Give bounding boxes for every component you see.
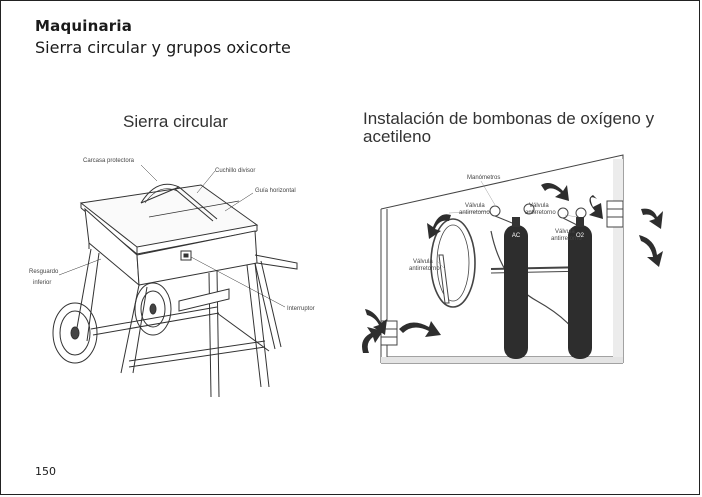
oxygen-cylinder	[568, 225, 592, 359]
section-subtitle: Sierra circular y grupos oxicorte	[35, 38, 291, 57]
label-valvula-a-antirretorno: antirretorno	[459, 210, 490, 216]
label-manometros: Manómetros	[467, 175, 500, 181]
label-resguardo-inferior: inferior	[33, 280, 51, 286]
circular-saw-illustration: Carcasa protectora Cuchillo divisor Guía…	[29, 158, 315, 398]
saw-figure-title: Sierra circular	[123, 112, 228, 131]
page-number: 150	[35, 465, 56, 478]
label-valvula-b-antirretorno: antirretorno	[525, 210, 556, 216]
gas-figure-title: Instalación de bombonas de oxígeno y ace…	[363, 109, 655, 146]
label-valvula-c-antirretorno: antirretorno	[409, 266, 440, 272]
label-valvula-a: Válvula	[465, 203, 485, 209]
acetylene-cylinder	[504, 225, 528, 359]
label-resguardo: Resguardo	[29, 269, 59, 275]
gas-cylinders-illustration: AC O2 Manómetros Válvula antirretorno Vá…	[362, 154, 663, 364]
section-title: Maquinaria	[35, 17, 133, 35]
label-valvula-b: Válvula	[529, 203, 549, 209]
label-guia-horizontal: Guía horizontal	[255, 188, 296, 194]
label-valvula-d-antirretorno: antirretorno	[551, 236, 582, 242]
label-carcasa-protectora: Carcasa protectora	[83, 158, 135, 164]
label-o2: O2	[576, 233, 585, 239]
label-valvula-c: Válvula	[413, 259, 433, 265]
label-interruptor: Interruptor	[287, 306, 315, 312]
label-valvula-d: Válvula	[555, 229, 575, 235]
airflow-arrows	[362, 183, 663, 353]
label-cuchillo-divisor: Cuchillo divisor	[215, 168, 255, 174]
label-ac: AC	[512, 233, 521, 239]
